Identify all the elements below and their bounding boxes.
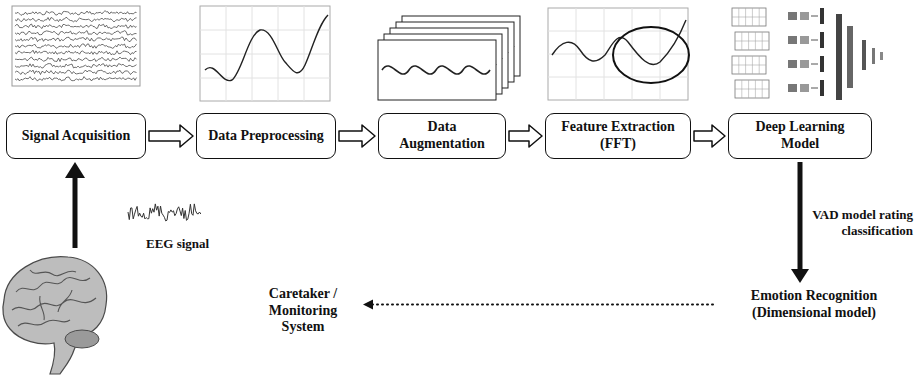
feature-bar: [820, 56, 824, 72]
layer-bar: [836, 14, 842, 100]
feature-map: [788, 12, 797, 20]
grid-lines: [548, 8, 688, 100]
eeg-traces: [15, 11, 137, 81]
feature-map: [800, 12, 809, 20]
block-arrow: [149, 125, 193, 147]
feature-map: [800, 60, 809, 68]
eeg-trace: [15, 57, 137, 61]
eeg-trace: [15, 64, 137, 69]
block-arrow: [509, 125, 542, 147]
grid-lines: [200, 6, 330, 101]
feature-map: [800, 84, 809, 92]
eeg-plot: [12, 6, 140, 86]
node-text: Data Augmentation: [385, 119, 499, 152]
feature-bar: [820, 32, 824, 48]
process-box: Data Preprocessing: [196, 113, 336, 159]
cnn-illustration: [732, 8, 883, 100]
flow-arrow: [149, 125, 193, 147]
process-box: Feature Extraction (FFT): [545, 113, 691, 159]
plot-frame: [12, 6, 140, 86]
node-text: Caretaker / Monitoring System: [250, 286, 356, 336]
grid-lines: [732, 56, 766, 74]
output-text-node: Caretaker / Monitoring System: [246, 284, 360, 338]
eeg-trace: [15, 17, 137, 22]
feature-map: [788, 60, 797, 68]
signal-curve: [552, 20, 686, 65]
node-text: Deep Learning Model: [735, 119, 865, 152]
input-grid: [735, 80, 769, 98]
grid-lines: [735, 80, 769, 98]
flow-arrow: [363, 300, 713, 310]
augmented-card: [378, 40, 496, 100]
input-grid: [735, 32, 769, 50]
layer-bar: [880, 52, 883, 60]
input-grid: [732, 8, 766, 26]
preprocessing-chart: [200, 6, 330, 101]
feature-map: [788, 84, 797, 92]
grid-lines: [732, 8, 766, 26]
plot-frame: [200, 6, 330, 101]
eeg-trace: [15, 77, 137, 82]
eeg-trace: [15, 24, 137, 29]
node-text: Feature Extraction (FFT): [552, 119, 684, 152]
process-box: Data Augmentation: [378, 113, 506, 159]
input-arrow: [65, 162, 85, 248]
feature-map: [800, 36, 809, 44]
node-text: Signal Acquisition: [22, 128, 131, 145]
input-grid: [732, 56, 766, 74]
layer-bar: [862, 40, 866, 70]
block-arrow: [694, 125, 725, 147]
arrow-head: [65, 162, 85, 178]
eeg-trace: [15, 44, 137, 48]
feature-map: [788, 36, 797, 44]
feature-link: [811, 88, 818, 89]
flow-arrow: [791, 162, 809, 283]
arrow-head: [363, 300, 373, 310]
arrow-shaft: [73, 176, 78, 248]
fft-chart: [548, 8, 689, 100]
layer-bar: [847, 26, 853, 88]
grid-lines: [735, 32, 769, 50]
eeg-trace: [15, 50, 137, 55]
feature-link: [811, 16, 818, 17]
augmented-cards: [378, 16, 520, 100]
eeg-trace: [15, 70, 137, 75]
signal-curve: [205, 15, 328, 81]
flow-arrow: [509, 125, 542, 147]
process-box: Signal Acquisition: [6, 113, 146, 159]
eeg-trace: [15, 31, 137, 35]
feature-link: [811, 40, 818, 41]
flow-arrow: [339, 125, 375, 147]
brain-illustration: [3, 257, 107, 374]
node-text: Data Preprocessing: [208, 128, 324, 145]
node-text: Emotion Recognition (Dimensional model): [720, 288, 908, 321]
feature-bar: [820, 8, 824, 24]
flow-arrow: [694, 125, 725, 147]
process-box: Deep Learning Model: [728, 113, 872, 159]
plot-frame: [548, 8, 688, 100]
connector-line: [372, 304, 713, 306]
feature-bar: [820, 80, 824, 96]
highlight-ellipse: [613, 27, 689, 83]
connector-line: [798, 162, 803, 270]
block-arrow: [339, 125, 375, 147]
eeg-trace: [15, 37, 137, 42]
edge-label: VAD model rating classification: [810, 206, 915, 239]
eeg-signal-wave: [128, 204, 201, 221]
eeg-trace: [15, 11, 137, 16]
augmented-wave: [382, 66, 490, 74]
output-text-node: Emotion Recognition (Dimensional model): [716, 286, 912, 323]
cerebellum: [65, 330, 99, 348]
signal-label: EEG signal: [146, 236, 209, 251]
layer-bar: [872, 48, 875, 64]
arrow-head: [791, 269, 809, 283]
brain-outline: [3, 257, 107, 374]
feature-link: [811, 64, 818, 65]
brain-gyri: [12, 270, 96, 326]
